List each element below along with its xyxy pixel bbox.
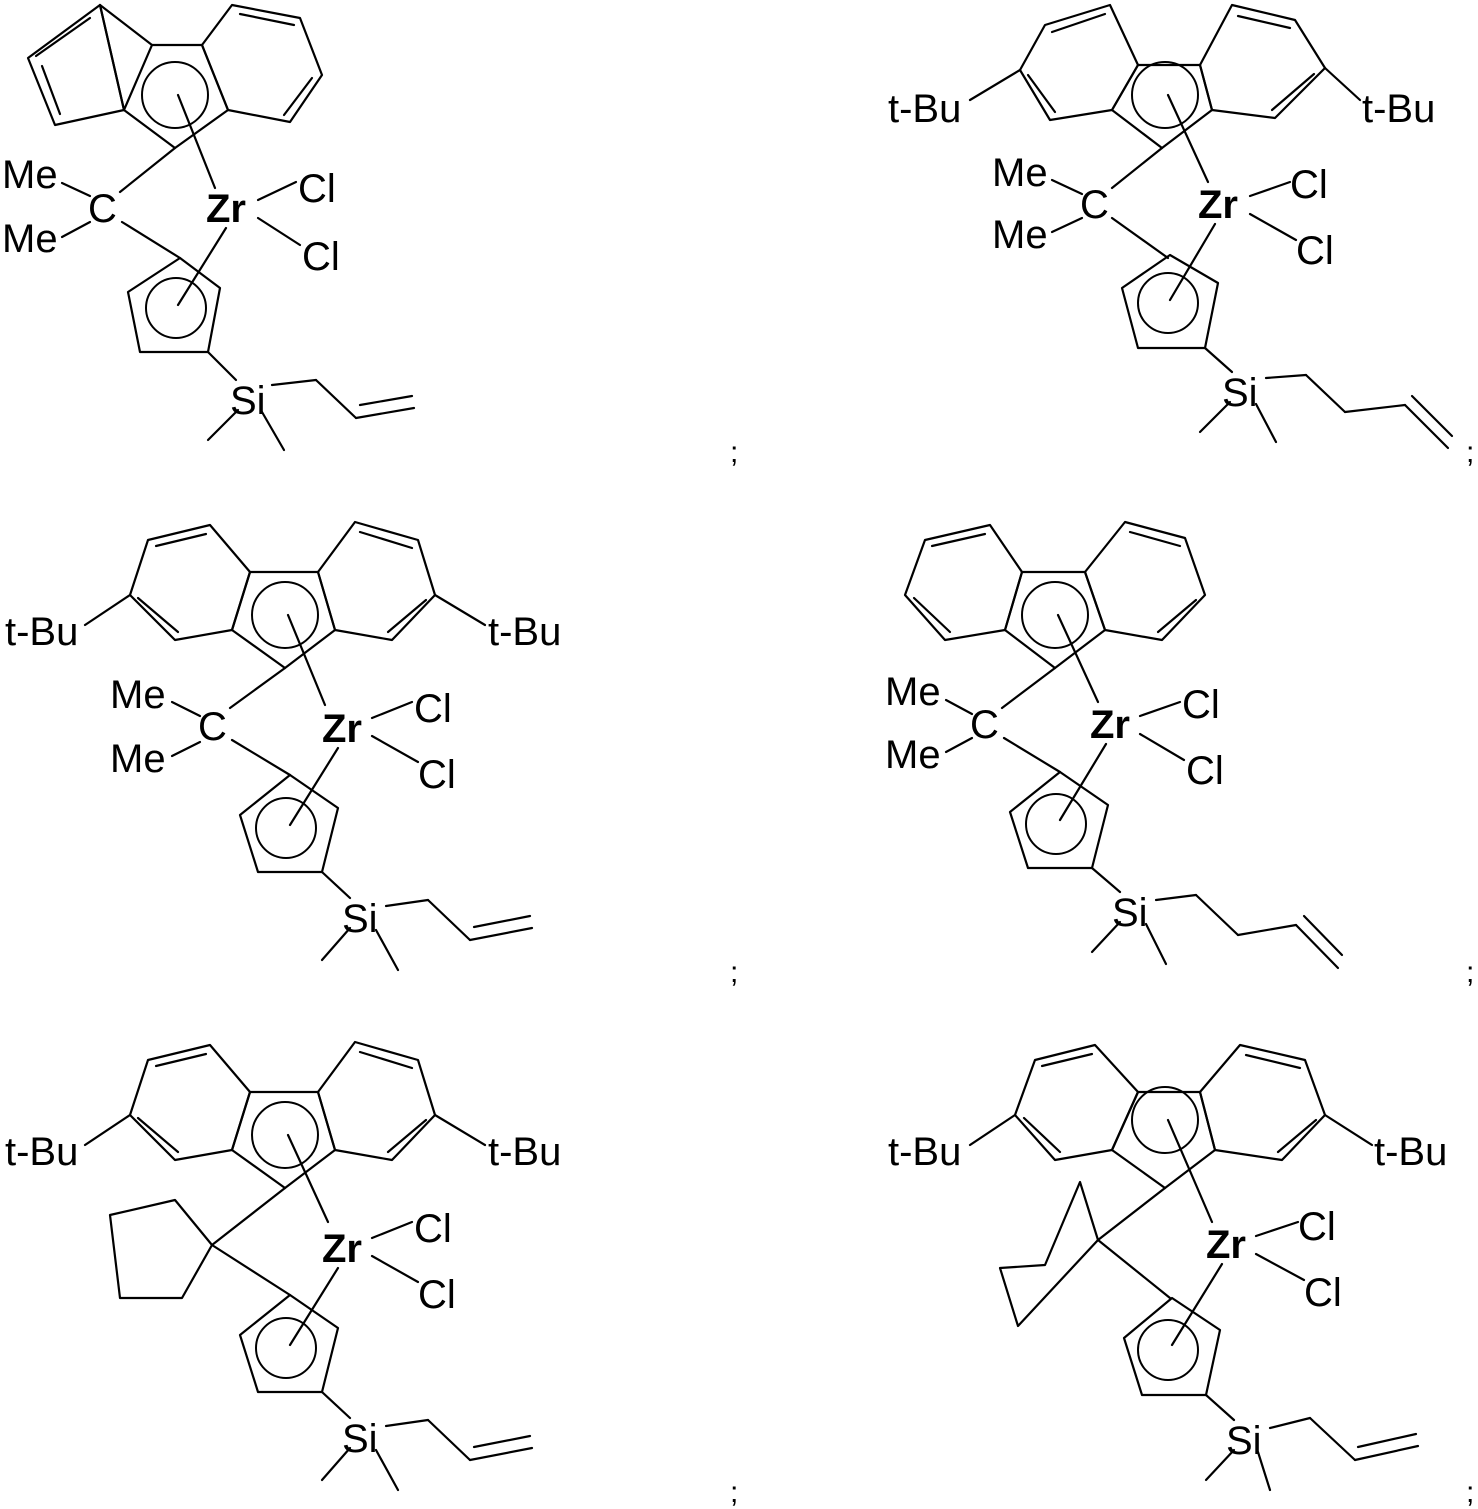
zirconium-label: Zr [1198, 183, 1238, 227]
methyl-label: Me [885, 733, 941, 777]
bridge-c-label: C [88, 187, 117, 231]
zirconium-label: Zr [322, 707, 362, 751]
silicon-label: Si [1112, 891, 1148, 935]
chloride-label: Cl [1304, 1271, 1342, 1315]
chloride-label: Cl [418, 753, 456, 797]
separator: ; [1466, 956, 1474, 989]
tert-butyl-label: t-Bu [5, 610, 78, 654]
structure-5: t-Bu t-Bu Zr Cl Cl Si ; [5, 1042, 738, 1509]
silicon-label: Si [1226, 1419, 1262, 1463]
chloride-label: Cl [1298, 1205, 1336, 1249]
chloride-label: Cl [1186, 749, 1224, 793]
tert-butyl-label: t-Bu [1362, 87, 1435, 131]
silicon-label: Si [342, 1417, 378, 1461]
structure-3: t-Bu t-Bu C Me Me Zr Cl Cl Si ; [5, 522, 738, 989]
structure-4: C Me Me Zr Cl Cl Si ; [885, 522, 1474, 989]
methyl-label: Me [2, 153, 58, 197]
methyl-label: Me [992, 213, 1048, 257]
tert-butyl-label: t-Bu [488, 1130, 561, 1174]
tert-butyl-label: t-Bu [1374, 1130, 1447, 1174]
methyl-label: Me [885, 670, 941, 714]
methyl-label: Me [110, 737, 166, 781]
tert-butyl-label: t-Bu [888, 1130, 961, 1174]
tert-butyl-label: t-Bu [888, 87, 961, 131]
zirconium-label: Zr [1090, 703, 1130, 747]
silicon-label: Si [342, 897, 378, 941]
chloride-label: Cl [1296, 229, 1334, 273]
methyl-label: Me [992, 151, 1048, 195]
structure-6: t-Bu t-Bu Zr Cl Cl Si ; [888, 1045, 1474, 1509]
silicon-label: Si [230, 379, 266, 423]
bridge-c-label: C [970, 703, 999, 747]
separator: ; [730, 956, 738, 989]
chloride-label: Cl [298, 167, 336, 211]
chloride-label: Cl [1182, 683, 1220, 727]
separator: ; [730, 436, 738, 469]
chloride-label: Cl [414, 687, 452, 731]
chloride-label: Cl [302, 235, 340, 279]
tert-butyl-label: t-Bu [5, 1130, 78, 1174]
separator: ; [730, 1476, 738, 1509]
structure-1: C Me Me Zr Cl Cl Si ; [2, 5, 738, 469]
separator: ; [1466, 1476, 1474, 1509]
tert-butyl-label: t-Bu [488, 610, 561, 654]
silicon-label: Si [1222, 371, 1258, 415]
zirconium-label: Zr [1206, 1223, 1246, 1267]
zirconium-label: Zr [206, 187, 246, 231]
chloride-label: Cl [1290, 163, 1328, 207]
zirconium-label: Zr [322, 1227, 362, 1271]
methyl-label: Me [2, 217, 58, 261]
methyl-label: Me [110, 673, 166, 717]
bridge-c-label: C [198, 705, 227, 749]
chloride-label: Cl [418, 1273, 456, 1317]
chloride-label: Cl [414, 1207, 452, 1251]
bridge-c-label: C [1080, 183, 1109, 227]
structure-2: t-Bu t-Bu C Me Me Zr Cl Cl Si ; [888, 5, 1474, 469]
separator: ; [1466, 436, 1474, 469]
